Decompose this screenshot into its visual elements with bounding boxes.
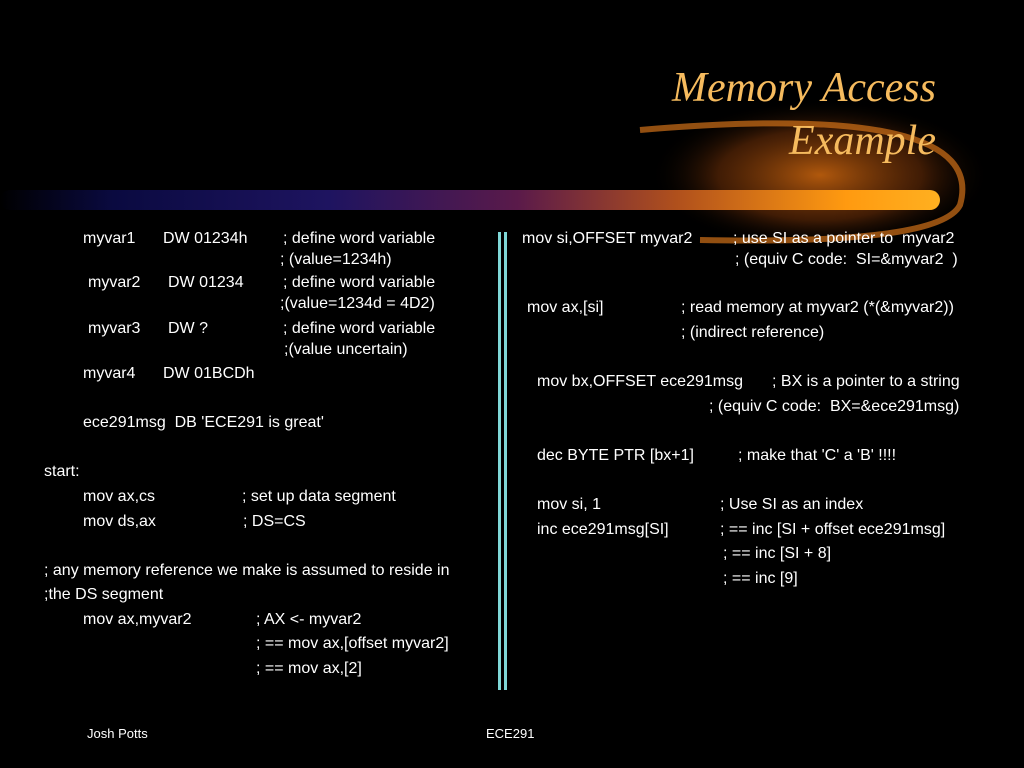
code-comment: ; Use SI as an index xyxy=(720,496,864,513)
title-line-1: Memory Access xyxy=(672,65,936,111)
code-comment: ; any memory reference we make is assume… xyxy=(44,562,450,579)
code-comment: ; use SI as a pointer to myvar2 xyxy=(733,230,955,247)
code-comment: ; (value=1234h) xyxy=(280,251,392,268)
code-line: mov bx,OFFSET ece291msg xyxy=(537,373,743,390)
code-comment: ;(value uncertain) xyxy=(284,341,408,358)
footer-course: ECE291 xyxy=(486,726,535,741)
code-line: mov ax,cs xyxy=(83,488,156,505)
code-line: mov ax,myvar2 xyxy=(83,611,192,628)
footer-author: Josh Potts xyxy=(87,726,148,741)
code-comment: ; BX is a pointer to a string xyxy=(772,373,960,390)
code-comment: ; read memory at myvar2 (*(&myvar2)) xyxy=(681,299,954,316)
code-operand: DW ? xyxy=(168,320,208,337)
code-operand: DW 01BCDh xyxy=(163,365,255,382)
code-comment: ; == mov ax,[2] xyxy=(256,660,362,677)
gradient-bar xyxy=(0,190,940,210)
code-comment: ; define word variable xyxy=(283,274,436,291)
code-comment: ; (equiv C code: BX=&ece291msg) xyxy=(709,398,960,415)
code-comment: ; (indirect reference) xyxy=(681,324,825,341)
code-line: myvar1 xyxy=(83,230,136,247)
code-line: ece291msg DB 'ECE291 is great' xyxy=(83,414,324,431)
code-comment: ; (equiv C code: SI=&myvar2 ) xyxy=(735,251,958,268)
code-operand: DW 01234h xyxy=(163,230,248,247)
slide-title: Memory Access Example xyxy=(672,62,936,168)
code-comment: ;the DS segment xyxy=(44,586,164,603)
code-comment: ; define word variable xyxy=(283,230,436,247)
code-label: start: xyxy=(44,463,80,480)
code-line: dec BYTE PTR [bx+1] xyxy=(537,447,694,464)
code-line: myvar2 xyxy=(88,274,141,291)
code-comment: ;(value=1234d = 4D2) xyxy=(280,295,435,312)
code-comment: ; DS=CS xyxy=(243,513,306,530)
decorative-swoosh-bar xyxy=(0,100,990,250)
column-divider xyxy=(498,232,508,690)
code-comment: ; == inc [SI + 8] xyxy=(723,545,832,562)
code-comment: ; == mov ax,[offset myvar2] xyxy=(256,635,449,652)
code-comment: ; == inc [9] xyxy=(723,570,798,587)
code-line: myvar3 xyxy=(88,320,141,337)
glow-arc xyxy=(639,120,966,244)
code-line: inc ece291msg[SI] xyxy=(537,521,669,538)
code-operand: DW 01234 xyxy=(168,274,244,291)
code-comment: ; make that 'C' a 'B' !!!! xyxy=(738,447,897,464)
code-comment: ; define word variable xyxy=(283,320,436,337)
code-line: mov ds,ax xyxy=(83,513,156,530)
code-comment: ; == inc [SI + offset ece291msg] xyxy=(720,521,946,538)
code-line: mov ax,[si] xyxy=(527,299,604,316)
title-line-2: Example xyxy=(789,118,936,164)
code-comment: ; AX <- myvar2 xyxy=(256,611,362,628)
code-line: mov si, 1 xyxy=(537,496,602,513)
code-line: mov si,OFFSET myvar2 xyxy=(522,230,693,247)
code-line: myvar4 xyxy=(83,365,136,382)
code-comment: ; set up data segment xyxy=(242,488,396,505)
